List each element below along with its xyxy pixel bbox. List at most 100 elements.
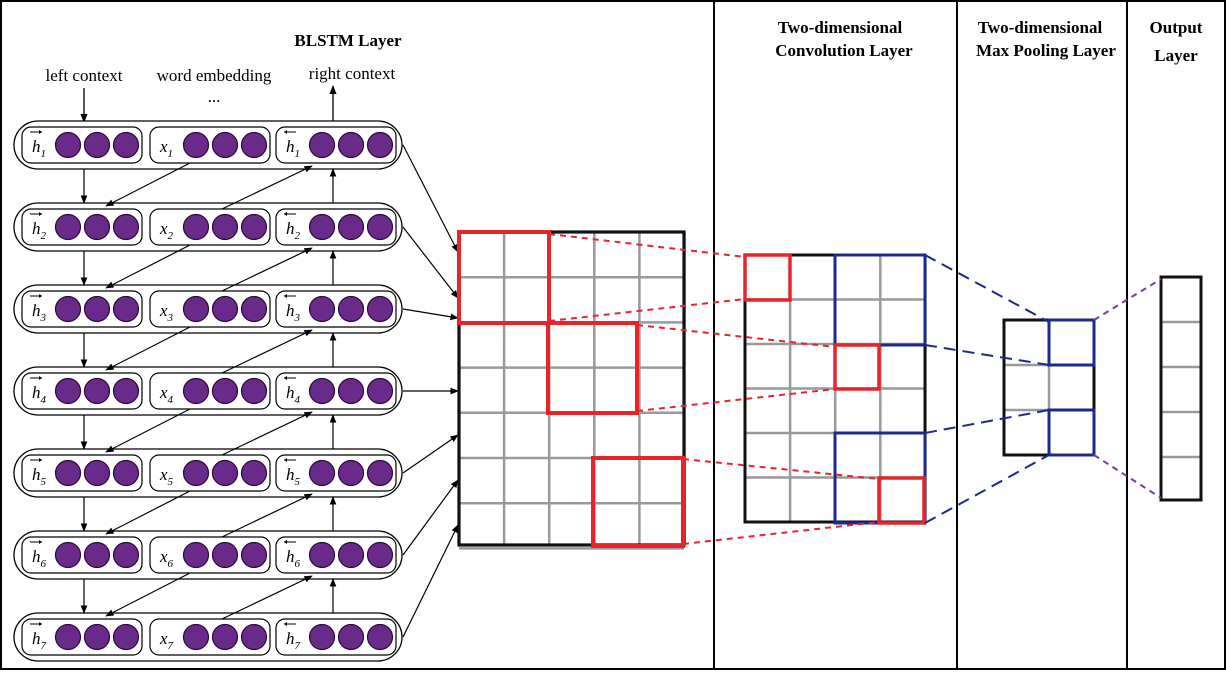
neuron-unit xyxy=(112,459,140,487)
neuron-unit xyxy=(240,459,268,487)
word-to-forward-arrow xyxy=(105,162,191,207)
forward-hidden-index: 6 xyxy=(41,558,47,570)
row-to-matrix-arrow xyxy=(402,434,459,474)
backward-hidden-box xyxy=(275,372,397,410)
convolution-mapping-line xyxy=(636,388,836,412)
neuron-unit xyxy=(240,541,268,569)
feature-matrix-border xyxy=(457,230,686,547)
forward-hidden-direction-arrowhead xyxy=(39,622,42,626)
forward-hidden-index: 4 xyxy=(41,394,47,406)
backward-hidden-box xyxy=(275,454,397,492)
pooled-cell xyxy=(1047,408,1096,457)
word-embedding-box xyxy=(149,372,271,410)
word-embedding-box xyxy=(149,126,271,164)
forward-hidden-box xyxy=(21,208,143,246)
neuron-unit xyxy=(182,541,210,569)
neuron-unit xyxy=(211,541,239,569)
right-context-label: right context xyxy=(309,64,396,83)
word-embedding-index: 3 xyxy=(167,312,174,324)
ellipsis-label: ... xyxy=(208,87,221,106)
word-embedding-index: 2 xyxy=(168,230,174,242)
neuron-unit xyxy=(112,377,140,405)
word-to-forward-arrow xyxy=(105,244,191,289)
backward-hidden-box xyxy=(275,290,397,328)
backward-hidden-index: 4 xyxy=(295,394,301,406)
neuron-unit xyxy=(54,295,82,323)
forward-hidden-index: 7 xyxy=(41,640,47,652)
neuron-unit xyxy=(337,377,365,405)
neuron-unit xyxy=(337,213,365,241)
neuron-unit xyxy=(211,213,239,241)
backward-hidden-direction-arrowhead xyxy=(284,212,287,216)
backward-hidden-index: 2 xyxy=(295,230,301,242)
word-embedding-box xyxy=(149,454,271,492)
output-vector xyxy=(1093,275,1203,502)
pooling-map xyxy=(924,254,1096,524)
pool-title-line1: Two-dimensional xyxy=(978,18,1103,37)
neuron-unit xyxy=(112,623,140,651)
backward-hidden-direction-arrowhead xyxy=(284,458,287,462)
forward-hidden-box xyxy=(21,454,143,492)
word-to-backward-arrow xyxy=(221,575,313,620)
convolution-output-cell xyxy=(833,343,881,391)
backward-hidden-index: 1 xyxy=(295,148,301,160)
neuron-unit xyxy=(308,541,336,569)
word-embedding-box xyxy=(149,208,271,246)
neuron-unit xyxy=(366,541,394,569)
word-to-backward-arrow xyxy=(221,329,313,374)
backward-hidden-direction-arrowhead xyxy=(284,294,287,298)
neuron-unit xyxy=(83,377,111,405)
neuron-unit xyxy=(308,377,336,405)
conv-title-line2: Convolution Layer xyxy=(775,41,913,60)
pooling-mapping-line xyxy=(924,254,1050,323)
word-to-forward-arrow xyxy=(105,408,191,453)
forward-hidden-direction-arrowhead xyxy=(39,540,42,544)
word-to-forward-arrow xyxy=(105,326,191,371)
backward-hidden-box xyxy=(275,208,397,246)
neuron-unit xyxy=(182,623,210,651)
forward-hidden-direction-arrowhead xyxy=(39,376,42,380)
forward-hidden-direction-arrowhead xyxy=(39,212,42,216)
neuron-unit xyxy=(308,459,336,487)
neuron-unit xyxy=(308,131,336,159)
neuron-unit xyxy=(366,377,394,405)
word-embedding-index: 6 xyxy=(168,558,174,570)
convolution-window xyxy=(591,456,685,548)
neuron-unit xyxy=(366,213,394,241)
neuron-unit xyxy=(366,459,394,487)
neuron-unit xyxy=(112,541,140,569)
word-embedding-box xyxy=(149,290,271,328)
neuron-unit xyxy=(366,131,394,159)
forward-hidden-index: 3 xyxy=(40,312,47,324)
pooling-mapping-line xyxy=(924,344,1050,366)
backward-hidden-index: 5 xyxy=(295,476,301,488)
backward-hidden-direction-arrowhead xyxy=(284,376,287,380)
neuron-unit xyxy=(366,623,394,651)
word-to-forward-arrow xyxy=(105,572,191,617)
output-title-line2: Layer xyxy=(1154,46,1198,65)
convolution-output-cell xyxy=(743,253,792,302)
row-to-matrix-arrow xyxy=(402,144,459,253)
neuron-unit xyxy=(240,131,268,159)
word-embedding-box xyxy=(149,618,271,656)
neuron-unit xyxy=(337,623,365,651)
neuron-unit xyxy=(240,213,268,241)
neuron-unit xyxy=(240,377,268,405)
convolution-window xyxy=(457,230,551,325)
pooled-cell xyxy=(1047,318,1096,367)
neuron-unit xyxy=(83,131,111,159)
backward-hidden-box xyxy=(275,618,397,656)
neuron-unit xyxy=(211,377,239,405)
row-to-matrix-arrow xyxy=(402,479,459,556)
convolution-mapping-line xyxy=(636,324,836,348)
neuron-unit xyxy=(54,131,82,159)
word-embedding-box xyxy=(149,536,271,574)
neuron-unit xyxy=(211,459,239,487)
forward-hidden-direction-arrowhead xyxy=(39,130,42,134)
backward-hidden-direction-arrowhead xyxy=(284,130,287,134)
convolution-mapping-line xyxy=(548,298,746,322)
word-embedding-label: word embedding xyxy=(157,66,272,85)
feature-matrix xyxy=(457,230,686,550)
